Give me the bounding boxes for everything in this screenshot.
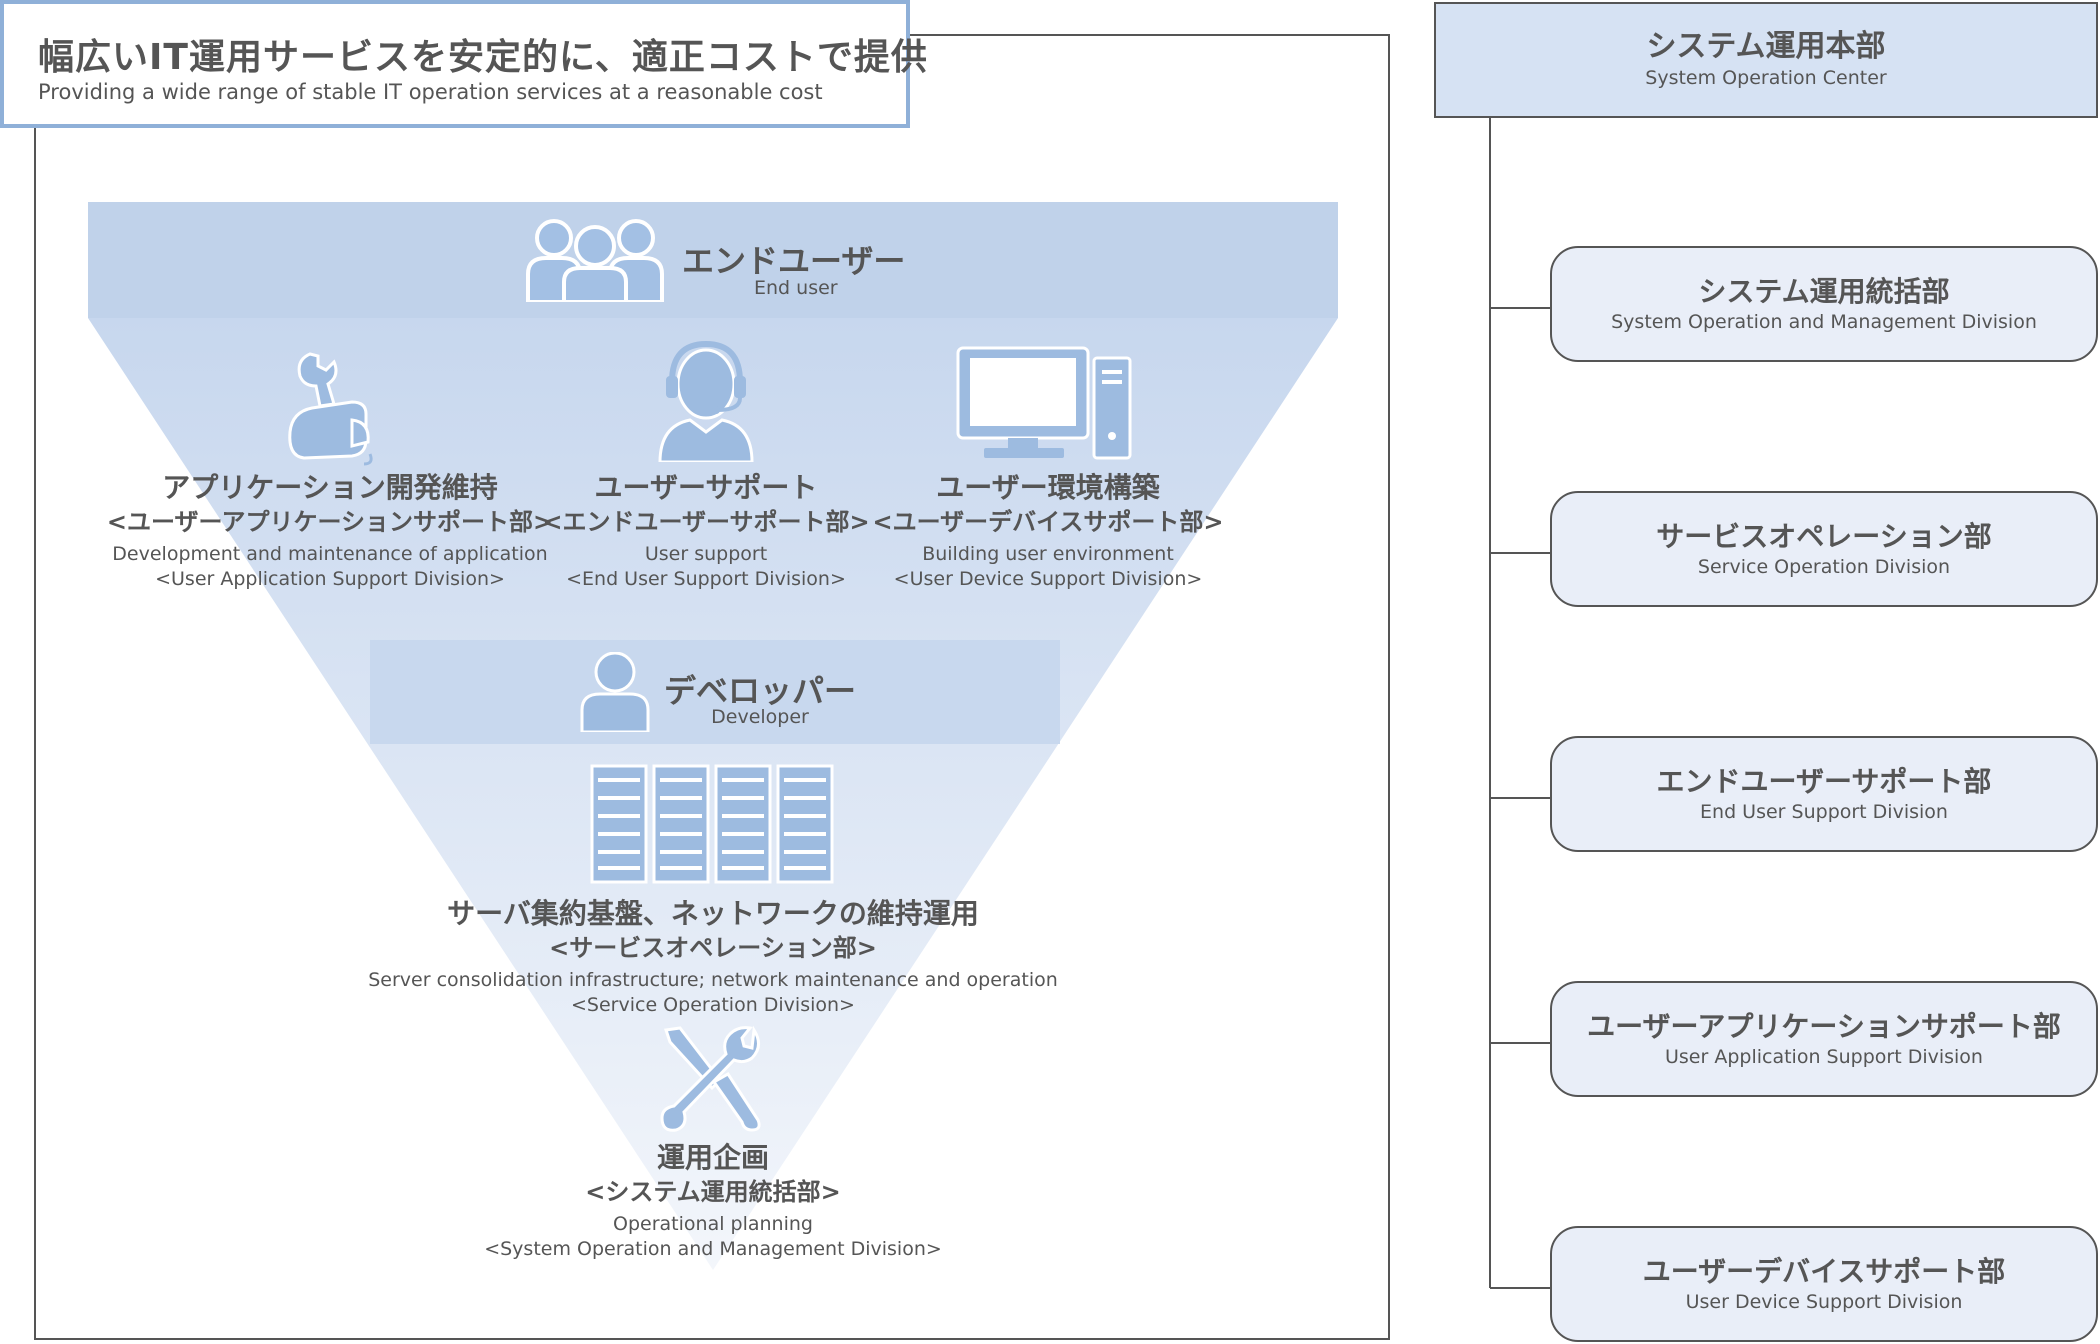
service-desc: Development and maintenance of applicati…: [112, 543, 548, 565]
service-desc: Operational planning: [613, 1213, 813, 1235]
division-name-en: User Device Support Division: [1685, 1291, 1963, 1313]
inverted-triangle: [88, 318, 1338, 1270]
division-name-en: System Operation and Management Division: [1611, 311, 2037, 333]
wrench-hand-icon: [288, 352, 373, 466]
service-title: 運用企画: [656, 1141, 769, 1174]
service-division: <エンドユーザーサポート部>: [542, 508, 870, 536]
page-subtitle: Providing a wide range of stable IT oper…: [38, 80, 823, 104]
division-box: エンドユーザーサポート部 End User Support Division: [1550, 736, 2098, 852]
service-application: アプリケーション開発維持 <ユーザーアプリケーションサポート部> Develop…: [70, 470, 590, 592]
service-server: サーバ集約基盤、ネットワークの維持運用 <サービスオペレーション部> Serve…: [313, 896, 1113, 1018]
division-name: ユーザーアプリケーションサポート部: [1587, 1010, 2061, 1043]
headset-operator-icon: [658, 340, 754, 462]
server-racks-icon: [590, 764, 834, 884]
org-connectors: [1489, 118, 1550, 1289]
center-title: システム運用本部: [1646, 29, 1886, 64]
service-division-en: <System Operation and Management Divisio…: [484, 1238, 942, 1260]
service-division-en: <End User Support Division>: [566, 568, 846, 590]
service-user-environment: ユーザー環境構築 <ユーザーデバイスサポート部> Building user e…: [788, 470, 1308, 592]
division-box: ユーザーアプリケーションサポート部 User Application Suppo…: [1550, 981, 2098, 1097]
end-user-label: エンドユーザー: [682, 242, 906, 280]
developer-label: デベロッパー: [664, 672, 857, 710]
users-group-icon: [526, 219, 664, 302]
service-desc: Server consolidation infrastructure; net…: [368, 969, 1058, 991]
division-name: サービスオペレーション部: [1656, 520, 1992, 553]
developer-person-icon: [580, 652, 650, 732]
screwdriver-wrench-icon: [660, 1025, 761, 1132]
service-division-en: <Service Operation Division>: [571, 994, 855, 1016]
service-division-en: <User Device Support Division>: [893, 568, 1203, 590]
center-subtitle: System Operation Center: [1645, 67, 1887, 89]
page-title: 幅広いIT運用サービスを安定的に、適正コストで提供: [38, 37, 928, 78]
division-name: ユーザーデバイスサポート部: [1642, 1255, 2006, 1288]
service-desc: Building user environment: [922, 543, 1174, 565]
service-division: <サービスオペレーション部>: [549, 934, 877, 962]
system-operation-center-box: システム運用本部 System Operation Center: [1434, 2, 2098, 118]
title-box: 幅広いIT運用サービスを安定的に、適正コストで提供 Providing a wi…: [0, 0, 927, 128]
division-box: ユーザーデバイスサポート部 User Device Support Divisi…: [1550, 1226, 2098, 1342]
service-title: ユーザー環境構築: [936, 471, 1160, 504]
developer-sublabel: Developer: [711, 706, 809, 728]
service-planning: 運用企画 <システム運用統括部> Operational planning <S…: [413, 1140, 1013, 1262]
division-name: エンドユーザーサポート部: [1656, 765, 1992, 798]
desktop-computer-icon: [956, 346, 1132, 460]
service-desc: User support: [644, 543, 768, 565]
service-title: アプリケーション開発維持: [162, 471, 498, 504]
division-name: システム運用統括部: [1698, 275, 1950, 308]
developer-band: [370, 640, 1060, 744]
service-title: ユーザーサポート: [594, 471, 818, 504]
service-division: <ユーザーアプリケーションサポート部>: [106, 508, 554, 536]
division-name-en: Service Operation Division: [1697, 556, 1951, 578]
pyramid-graphic: [88, 318, 1338, 1270]
service-user-support: ユーザーサポート <エンドユーザーサポート部> User support <En…: [446, 470, 966, 592]
division-box: システム運用統括部 System Operation and Managemen…: [1550, 246, 2098, 362]
service-division-en: <User Application Support Division>: [155, 568, 505, 590]
division-name-en: User Application Support Division: [1665, 1046, 1983, 1068]
division-box: サービスオペレーション部 Service Operation Division: [1550, 491, 2098, 607]
end-user-sublabel: End user: [754, 277, 838, 299]
division-name-en: End User Support Division: [1700, 801, 1948, 823]
end-user-band: [88, 202, 1338, 318]
service-division: <ユーザーデバイスサポート部>: [872, 508, 1224, 536]
service-division: <システム運用統括部>: [585, 1178, 841, 1206]
service-title: サーバ集約基盤、ネットワークの維持運用: [447, 897, 979, 930]
